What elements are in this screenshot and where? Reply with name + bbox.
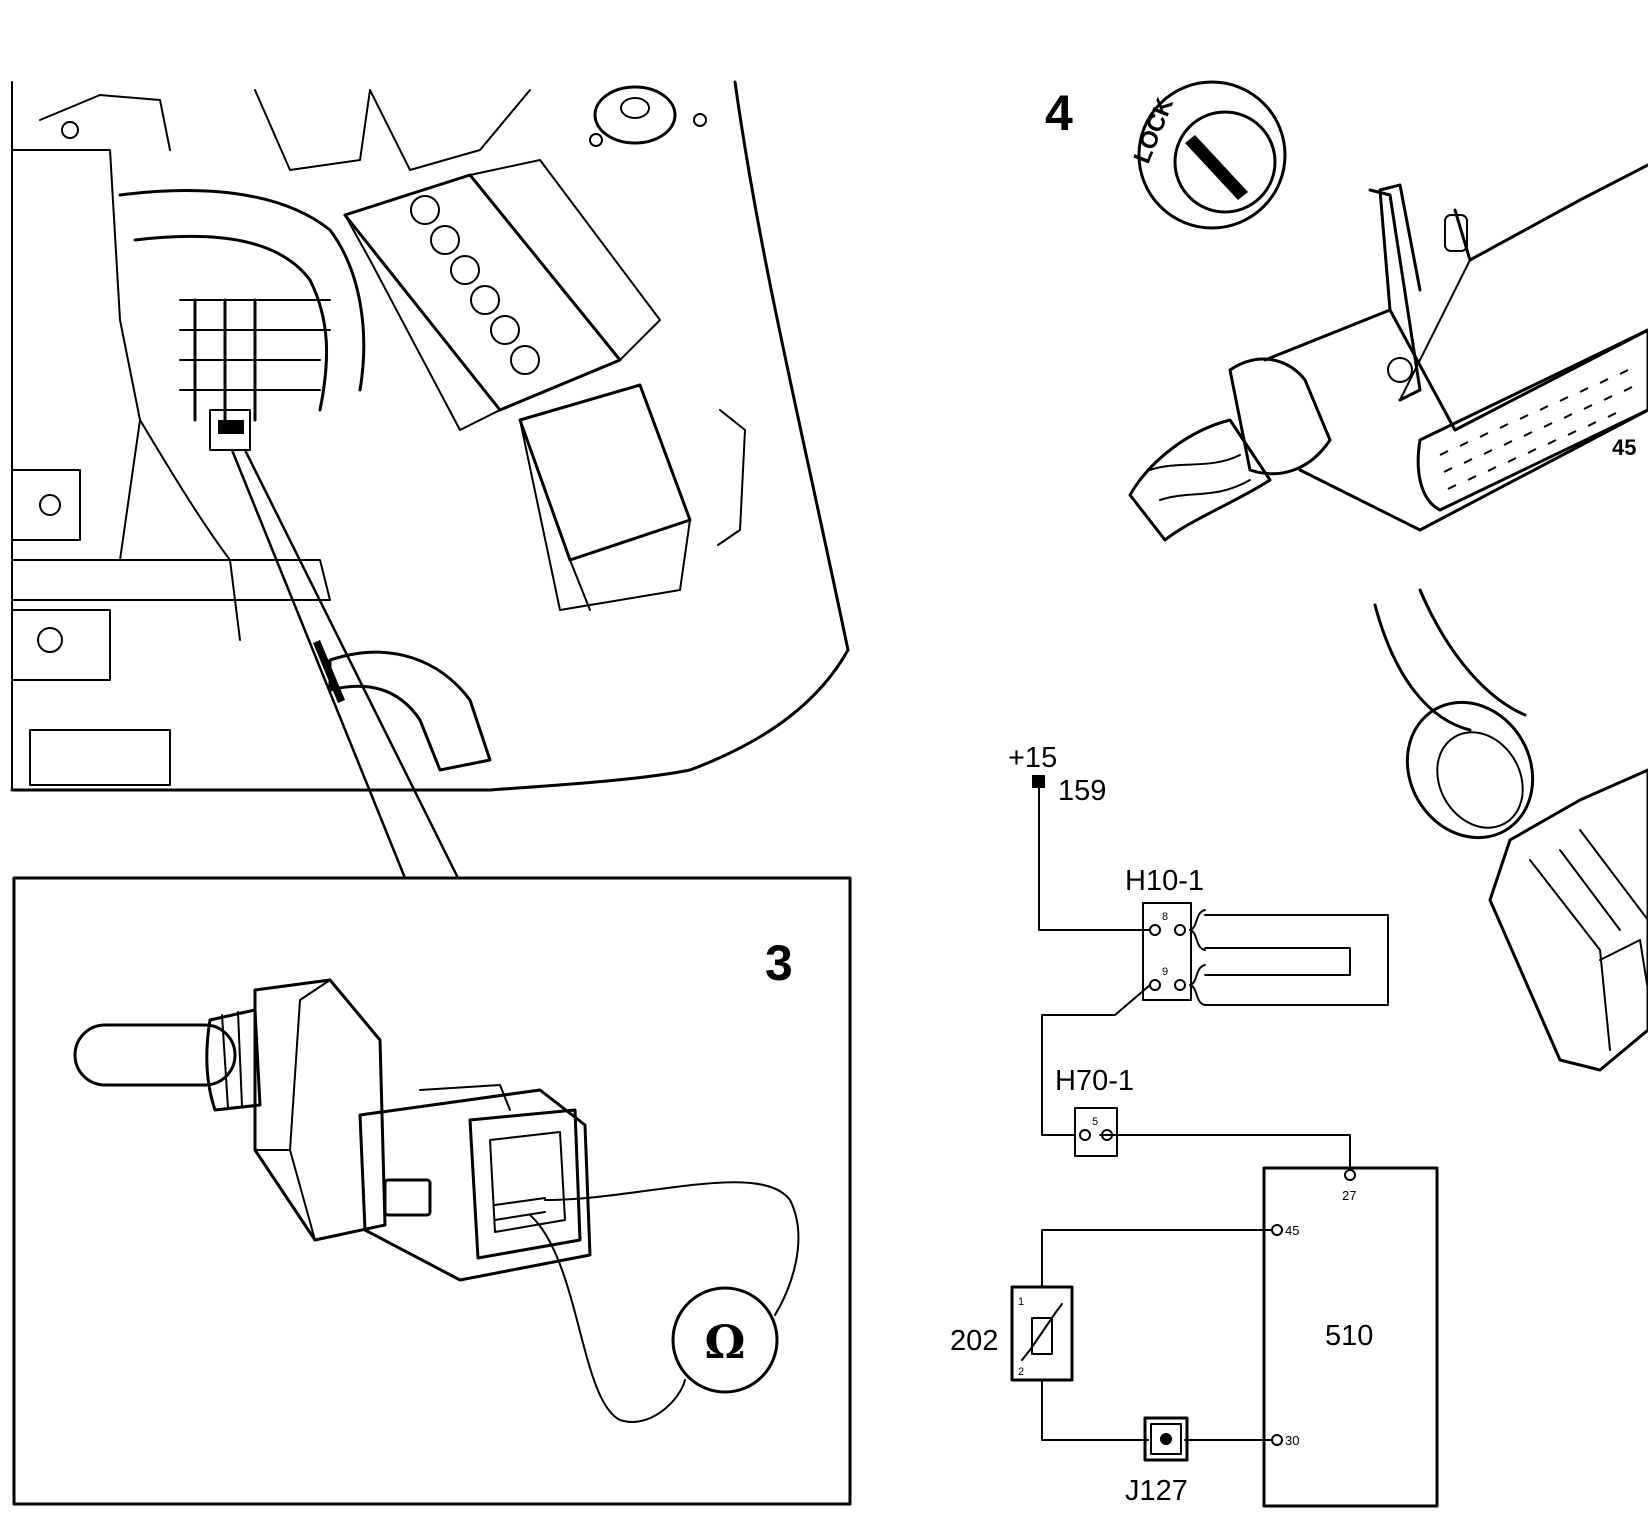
wire-h10-to-h70: [1041, 984, 1151, 1136]
h10-pin-8: 8: [1162, 911, 1168, 923]
connector-h10-1: H10-1 8 9: [1125, 865, 1389, 1006]
sensor-test-panel: 3 Ω: [12, 876, 852, 1506]
wire-supply-to-h10: [1038, 787, 1151, 931]
sensor-label: 202: [950, 1325, 998, 1357]
supply-wire-label: 159: [1058, 775, 1106, 807]
ecu-label: 510: [1325, 1320, 1373, 1352]
wire-sensor-to-ground: [1041, 1379, 1149, 1441]
electrical-schematic: +15 159 H10-1 8 9: [950, 742, 1439, 1508]
coolant-temperature-sensor: [73, 978, 592, 1282]
relay-box: [518, 383, 746, 611]
h70-pin-5: 5: [1092, 1116, 1098, 1128]
lock-text: LOCK: [1129, 93, 1180, 167]
connector-h70-1: H70-1 5: [1055, 1065, 1134, 1157]
ecu-pin-27: 27: [1342, 1188, 1356, 1203]
wire-ecu-45-to-sensor: [1041, 1229, 1273, 1288]
panel-number-3: 3: [765, 935, 793, 991]
connector-h10-label: H10-1: [1125, 865, 1204, 897]
pin-45-label: 45: [1612, 435, 1636, 460]
strut-mount: [589, 85, 707, 147]
intake-hoses: [118, 89, 531, 772]
sensor-pin-1: 1: [1018, 1296, 1024, 1308]
engine-bay-illustration: [10, 80, 850, 880]
ecu-510: 510 27 45 30: [1262, 1166, 1439, 1508]
ground-j127: J127: [1125, 1416, 1189, 1507]
connector-h70-label: H70-1: [1055, 1065, 1134, 1097]
sensor-202: 202 1 2: [950, 1285, 1074, 1382]
connector-pin-grid: [1439, 369, 1633, 490]
lock-icon: LOCK: [1129, 80, 1287, 230]
ecu-plug: 45: [1128, 163, 1648, 542]
h10-pin-9: 9: [1162, 966, 1168, 978]
battery: [343, 159, 661, 431]
sensor-test-frame: [12, 876, 852, 1506]
sensor-pin-2: 2: [1018, 1366, 1024, 1378]
ecu-pin-45: 45: [1285, 1223, 1299, 1238]
supply-terminal-label: +15: [1008, 742, 1057, 774]
ecu-pin-30: 30: [1285, 1433, 1299, 1448]
ground-label: J127: [1125, 1475, 1188, 1507]
supply-terminal-node: [1032, 775, 1045, 788]
ohm-symbol: Ω: [705, 1315, 746, 1369]
panel-number-4: 4: [1045, 85, 1073, 141]
wire-h70-to-ecu-27: [1099, 1134, 1351, 1169]
engine-block: [11, 94, 331, 786]
ohmmeter-leads: [529, 1181, 800, 1423]
sensor-plug: [1373, 588, 1648, 1072]
ohmmeter: Ω: [671, 1286, 779, 1394]
sensor-location-callout: [209, 409, 460, 880]
ecu-connector-panel: 4 LOCK 4: [950, 80, 1648, 1508]
